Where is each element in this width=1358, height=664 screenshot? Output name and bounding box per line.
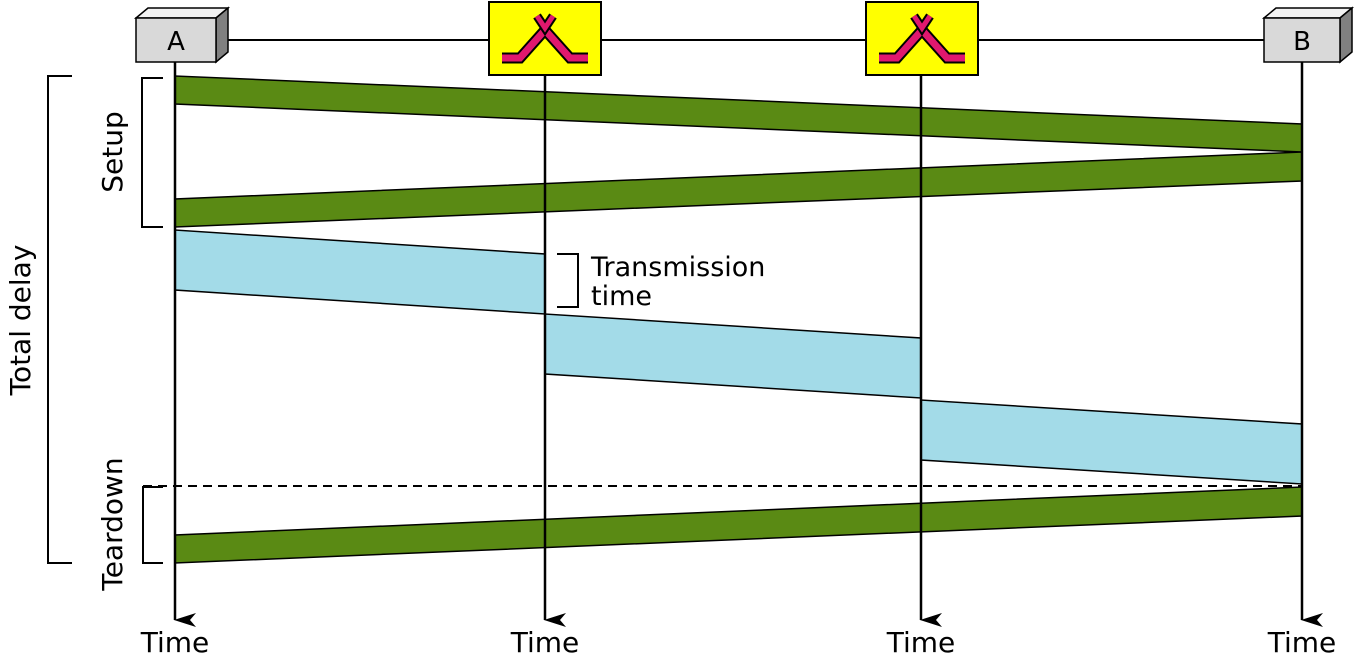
switch-icon bbox=[502, 13, 588, 64]
node-a: A bbox=[133, 6, 231, 64]
teardown-band bbox=[174, 486, 1303, 564]
total-delay-label: Total delay bbox=[4, 245, 37, 397]
setup-ack-band bbox=[174, 151, 1303, 228]
transmission-time-line2: time bbox=[591, 281, 652, 312]
time-label-a: Time bbox=[140, 626, 210, 659]
data-band-hop1 bbox=[174, 229, 546, 315]
setup-label: Setup bbox=[96, 111, 129, 193]
data-band-hop3 bbox=[920, 399, 1303, 485]
node-b: B bbox=[1261, 6, 1355, 64]
switch-2 bbox=[865, 1, 979, 76]
transmission-time-line1: Transmission bbox=[590, 252, 765, 283]
teardown-label: Teardown bbox=[96, 457, 129, 591]
time-label-switch-1: Time bbox=[510, 626, 580, 659]
setup-bracket bbox=[141, 77, 163, 228]
time-label-b: Time bbox=[1267, 626, 1337, 659]
total-delay-bracket bbox=[47, 75, 72, 564]
switch-icon bbox=[879, 13, 965, 64]
node-b-label: B bbox=[1293, 27, 1311, 57]
transmission-time-bracket bbox=[557, 253, 579, 308]
teardown-bracket bbox=[142, 486, 163, 564]
setup-request-band bbox=[174, 75, 1303, 153]
node-a-label: A bbox=[167, 27, 185, 57]
data-band-hop2 bbox=[544, 313, 922, 399]
time-label-switch-2: Time bbox=[886, 626, 956, 659]
switch-1 bbox=[488, 1, 602, 76]
